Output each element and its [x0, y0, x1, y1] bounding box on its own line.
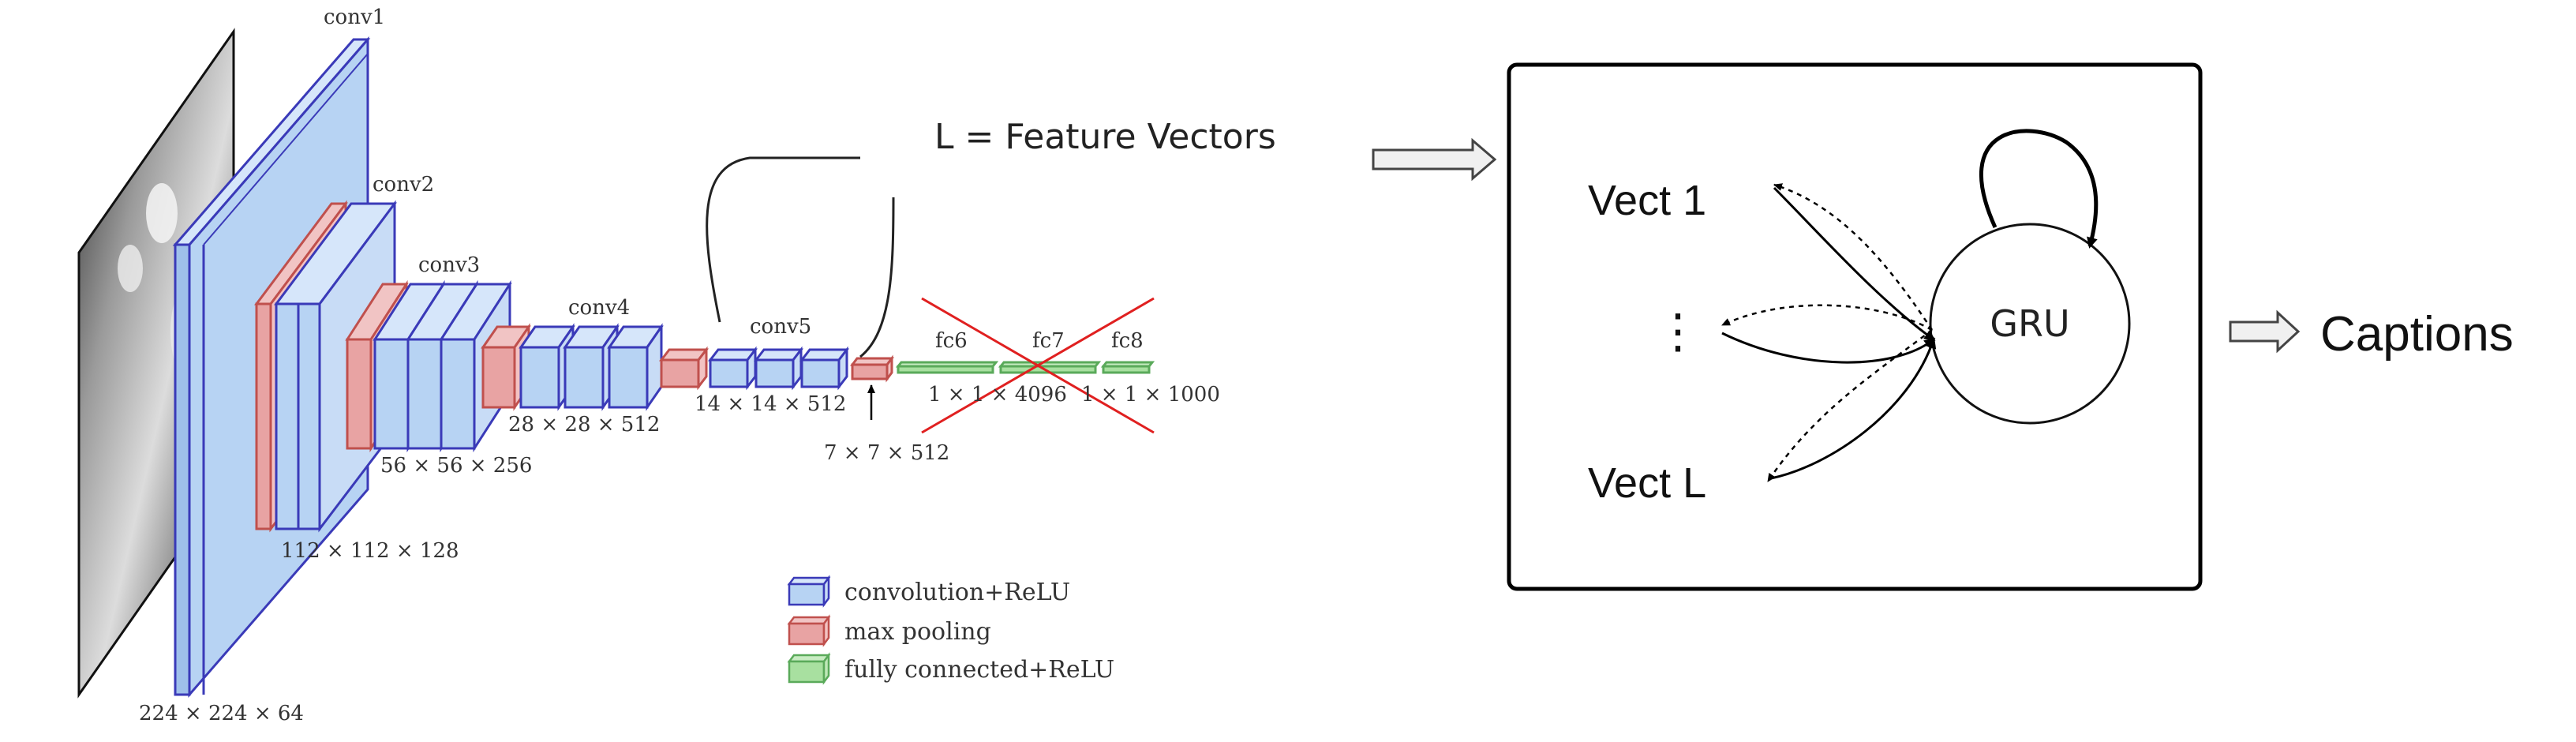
legend-item-pool: max pooling: [787, 614, 991, 647]
conv4-label: conv4: [568, 296, 630, 320]
fc6-label: fc6: [935, 329, 968, 353]
fc6-block: [895, 361, 999, 374]
feature-vectors-label: L = Feature Vectors: [934, 117, 1276, 157]
conv3-label: conv3: [418, 253, 480, 277]
feature-bracket: [706, 156, 895, 358]
fc7-block: [998, 361, 1102, 374]
arrow-to-gru-box: [1372, 137, 1497, 182]
gru-node: [1929, 223, 2131, 425]
edge-dots-to-gru: [1721, 332, 1936, 364]
feedback-gru-to-dots: [1721, 304, 1933, 332]
dim-112-label: 112 × 112 × 128: [281, 539, 459, 563]
vgg-network: conv1 conv2 conv3 conv4 conv5 fc6 fc7 fc…: [77, 6, 1220, 725]
pool3-block: [481, 323, 531, 411]
vect-1-label: Vect 1: [1588, 177, 1706, 224]
conv4-block: [519, 323, 664, 411]
pool4-block: [658, 346, 710, 391]
dim-7-label: 7 × 7 × 512: [824, 441, 949, 465]
conv5-block: [707, 346, 850, 391]
captions-label: Captions: [2320, 307, 2514, 362]
dim-56-label: 56 × 56 × 256: [380, 454, 532, 478]
legend-item-fc: fully connected+ReLU: [787, 652, 1114, 685]
feedback-gru-to-vect1: [1773, 183, 1934, 331]
conv1-label: conv1: [324, 6, 385, 29]
legend-label-conv: convolution+ReLU: [844, 579, 1070, 606]
vect-l-label: Vect L: [1588, 459, 1706, 507]
fc8-label: fc8: [1111, 329, 1144, 353]
feedback-gru-to-vectl: [1766, 329, 1933, 482]
fc8-block: [1100, 361, 1155, 374]
legend-item-conv: convolution+ReLU: [787, 575, 1070, 608]
legend-label-pool: max pooling: [844, 618, 991, 646]
conv5-label: conv5: [750, 315, 811, 339]
gru-box: Vect 1 ⋮ Vect L GRU: [1507, 62, 2203, 591]
vertical-ellipsis: ⋮: [1654, 305, 1702, 358]
gru-label: GRU: [1990, 302, 2069, 345]
edge-vect1-to-gru: [1773, 186, 1936, 341]
dim-224-label: 224 × 224 × 64: [139, 702, 304, 725]
conv2-label: conv2: [373, 173, 434, 197]
legend-label-fc: fully connected+ReLU: [844, 656, 1114, 684]
fc7-label: fc7: [1032, 329, 1065, 353]
dim-1000-label: 1 × 1 × 1000: [1081, 383, 1220, 407]
dim-14-label: 14 × 14 × 512: [695, 392, 846, 416]
legend: convolution+ReLU max pooling fully conne…: [787, 575, 1114, 685]
gru-self-loop: [1979, 129, 2099, 249]
edge-vectl-to-gru: [1770, 337, 1937, 480]
fc-cross-out: [921, 297, 1155, 434]
dim-4096-label: 1 × 1 × 4096: [928, 383, 1067, 407]
arrow-to-captions: [2229, 309, 2301, 354]
pool5-block: [850, 354, 894, 383]
dim-28-label: 28 × 28 × 512: [508, 413, 660, 437]
